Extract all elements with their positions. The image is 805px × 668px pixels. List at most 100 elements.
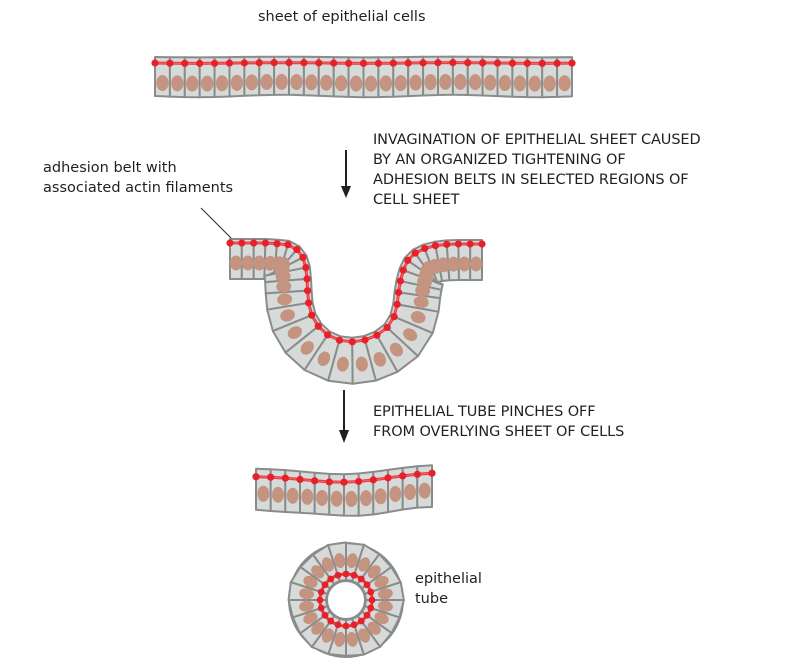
adhesion-junction <box>523 59 531 67</box>
cell-nucleus <box>275 73 288 90</box>
adhesion-junction <box>302 264 310 272</box>
adhesion-junction <box>369 476 377 484</box>
adhesion-junction <box>316 596 324 604</box>
adhesion-junction <box>411 249 419 257</box>
cell-nucleus <box>320 74 333 91</box>
adhesion-junction <box>394 288 403 296</box>
cell-nucleus <box>336 356 349 372</box>
step1-caption-line-2: BY AN ORGANIZED TIGHTENING OF <box>373 152 626 168</box>
adhesion-junction <box>330 59 338 67</box>
adhesion-junction <box>464 59 472 67</box>
adhesion-junction <box>345 59 353 67</box>
adhesion-junction <box>225 59 234 67</box>
cell-nucleus <box>156 74 169 91</box>
adhesion-junction <box>273 240 281 248</box>
adhesion-junction <box>210 59 219 67</box>
cell-nucleus <box>447 256 460 272</box>
cell-nucleus <box>253 255 266 271</box>
cell-nucleus <box>367 621 381 635</box>
cell-nucleus <box>321 557 334 572</box>
adhesion-junction <box>334 571 342 579</box>
adhesion-junction <box>342 622 350 630</box>
cell-nucleus <box>543 75 556 92</box>
adhesion-junction <box>413 470 421 478</box>
overlying-epithelial-sheet <box>252 464 436 517</box>
adhesion-junction <box>317 604 325 612</box>
cell-nucleus <box>311 565 325 579</box>
cell-nucleus <box>276 280 292 293</box>
cell-nucleus <box>311 621 325 635</box>
cell-nucleus <box>349 75 363 92</box>
cell-nucleus <box>410 311 426 324</box>
cell-nucleus <box>360 490 372 507</box>
cell-nucleus <box>277 293 293 306</box>
adhesion-junction <box>342 570 350 578</box>
cell-nucleus <box>418 482 431 499</box>
adhesion-junction <box>383 323 391 332</box>
cell-nucleus <box>389 342 404 357</box>
adhesion-junction <box>181 59 189 67</box>
adhesion-junction <box>419 59 427 67</box>
cell-nucleus <box>413 295 429 309</box>
cell-nucleus <box>303 575 318 588</box>
adhesion-junction <box>303 287 312 295</box>
cell-nucleus <box>558 75 571 92</box>
adhesion-junction <box>399 266 407 274</box>
cell-nucleus <box>330 490 343 507</box>
adhesion-junction <box>478 240 486 248</box>
adhesion-belt-leader-line <box>200 207 237 244</box>
tube-label-line-2: tube <box>415 591 449 607</box>
adhesion-junction <box>285 59 293 67</box>
cell-nucleus <box>367 565 381 579</box>
adhesion-junction <box>390 313 398 321</box>
step2-caption-line-1: EPITHELIAL TUBE PINCHES OFF <box>373 404 596 420</box>
cell-nucleus <box>286 487 299 504</box>
cell-nucleus <box>317 351 331 367</box>
adhesion-junction <box>348 338 356 346</box>
adhesion-junction <box>255 59 263 67</box>
cell-nucleus <box>264 255 277 271</box>
adhesion-junction <box>308 311 316 319</box>
cell-nucleus <box>275 270 291 283</box>
adhesion-junction <box>315 59 323 67</box>
adhesion-junction <box>359 59 368 67</box>
adhesion-junction <box>317 588 325 596</box>
adhesion-junction <box>508 59 517 67</box>
adhesion-junction <box>340 478 348 486</box>
adhesion-junction <box>434 59 442 67</box>
cell-nucleus <box>374 575 389 588</box>
adhesion-junction <box>374 59 382 67</box>
adhesion-junction <box>321 611 329 619</box>
flat-epithelial-sheet <box>151 55 576 99</box>
adhesion-junction <box>311 477 319 485</box>
cell-nucleus <box>373 352 387 367</box>
adhesion-junction <box>363 581 371 589</box>
adhesion-junction <box>357 575 365 583</box>
adhesion-junction <box>355 477 363 486</box>
cell-nucleus <box>287 326 303 339</box>
tube-label: epithelial tube <box>415 569 482 609</box>
adhesion-junction <box>300 59 308 67</box>
cell-nucleus <box>358 628 371 643</box>
cell-nucleus <box>290 73 303 90</box>
adhesion-junction <box>196 59 204 67</box>
cell-nucleus <box>528 75 541 92</box>
cell-nucleus <box>299 600 315 612</box>
adhesion-junction <box>240 59 248 67</box>
cell-nucleus <box>257 485 270 502</box>
step2-caption: EPITHELIAL TUBE PINCHES OFF FROM OVERLYI… <box>373 402 624 442</box>
cell-nucleus <box>200 75 214 92</box>
adhesion-junction <box>305 299 313 307</box>
adhesion-junction <box>363 611 371 619</box>
cell-nucleus <box>454 73 467 90</box>
adhesion-junction <box>479 59 487 67</box>
cell-nucleus <box>272 486 284 503</box>
cell-nucleus <box>303 612 318 625</box>
cell-nucleus <box>334 553 346 569</box>
adhesion-junction <box>303 275 311 283</box>
step2-caption-line-2: FROM OVERLYING SHEET OF CELLS <box>373 424 625 440</box>
cell-nucleus <box>498 75 512 92</box>
cell-nucleus <box>483 74 497 91</box>
adhesion-junction <box>553 59 561 67</box>
cell-nucleus <box>301 488 314 505</box>
